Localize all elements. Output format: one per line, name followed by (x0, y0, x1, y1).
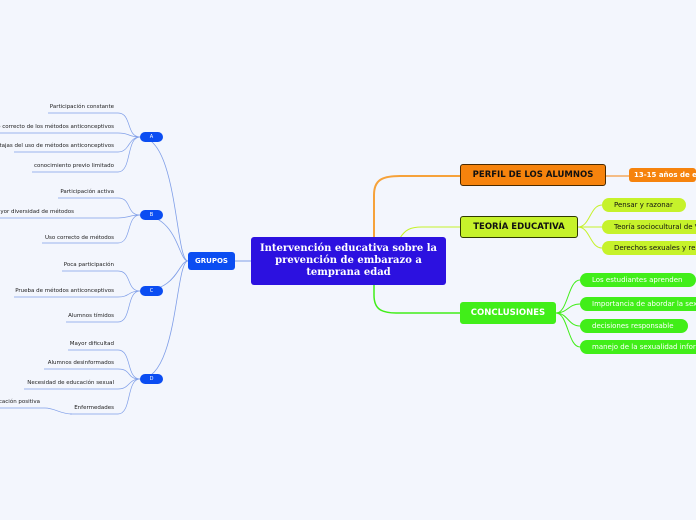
leaf-item[interactable]: Necesidad de educación sexual (27, 380, 114, 386)
leaf-item[interactable]: Uso correcto de métodos (45, 235, 114, 241)
perfil-subtopic[interactable]: 13-15 años de edad (629, 168, 696, 182)
leaf-item[interactable]: Participación activa (60, 189, 114, 195)
teoria-subtopic[interactable]: Derechos sexuales y reproductivos (602, 241, 696, 255)
leaf-item[interactable]: Participación constante (49, 104, 114, 110)
group-d-node[interactable]: D (140, 374, 163, 384)
leaf-item[interactable]: Mayor dificultad (69, 341, 114, 347)
leaf-item[interactable]: Alumnos desinformados (47, 360, 114, 366)
leaf-item[interactable]: Prueba de métodos anticonceptivos (15, 288, 114, 294)
conclusiones-subtopic[interactable]: Los estudiantes aprenden (580, 273, 696, 287)
grupos-label: GRUPOS (195, 257, 228, 265)
conclusiones-topic[interactable]: CONCLUSIONES (460, 302, 556, 324)
leaf-item[interactable]: conocimiento previo limitado (33, 163, 114, 169)
leaf-item[interactable]: Poca participación (63, 262, 114, 268)
teoria-label: TEORÍA EDUCATIVA (473, 222, 565, 232)
leaf-item[interactable]: Mayor diversidad de métodos (0, 209, 74, 215)
conclusiones-label: CONCLUSIONES (470, 308, 546, 318)
group-a-node[interactable]: A (140, 132, 163, 142)
group-a-letter: A (149, 134, 154, 140)
central-topic[interactable]: Intervención educativa sobre la prevenci… (251, 237, 446, 285)
leaf-item[interactable]: Uso correcto de los métodos anticoncepti… (0, 124, 114, 130)
conclusiones-subtopic[interactable]: decisiones responsable (580, 319, 688, 333)
leaf-item[interactable]: Educación positiva (0, 399, 40, 405)
leaf-item[interactable]: Ventajas del uso de métodos anticoncepti… (0, 143, 114, 149)
group-c-node[interactable]: C (140, 286, 163, 296)
group-c-letter: C (149, 288, 154, 294)
group-b-letter: B (149, 212, 154, 218)
leaf-item[interactable]: Alumnos tímidos (68, 313, 114, 319)
perfil-topic[interactable]: PERFIL DE LOS ALUMNOS (460, 164, 606, 186)
central-topic-title: Intervención educativa sobre la prevenci… (259, 243, 438, 278)
teoria-subtopic[interactable]: Teoría sociocultural de Vygotsky (602, 220, 696, 234)
teoria-topic[interactable]: TEORÍA EDUCATIVA (460, 216, 578, 238)
conclusiones-subtopic[interactable]: manejo de la sexualidad informada (580, 340, 696, 354)
leaf-item[interactable]: Enfermedades (74, 405, 114, 411)
perfil-label: PERFIL DE LOS ALUMNOS (472, 170, 594, 180)
group-b-node[interactable]: B (140, 210, 163, 220)
teoria-subtopic[interactable]: Pensar y razonar (602, 198, 686, 212)
group-d-letter: D (149, 376, 154, 382)
grupos-topic[interactable]: GRUPOS (188, 252, 235, 270)
conclusiones-subtopic[interactable]: Importancia de abordar la sexualidad (580, 297, 696, 311)
